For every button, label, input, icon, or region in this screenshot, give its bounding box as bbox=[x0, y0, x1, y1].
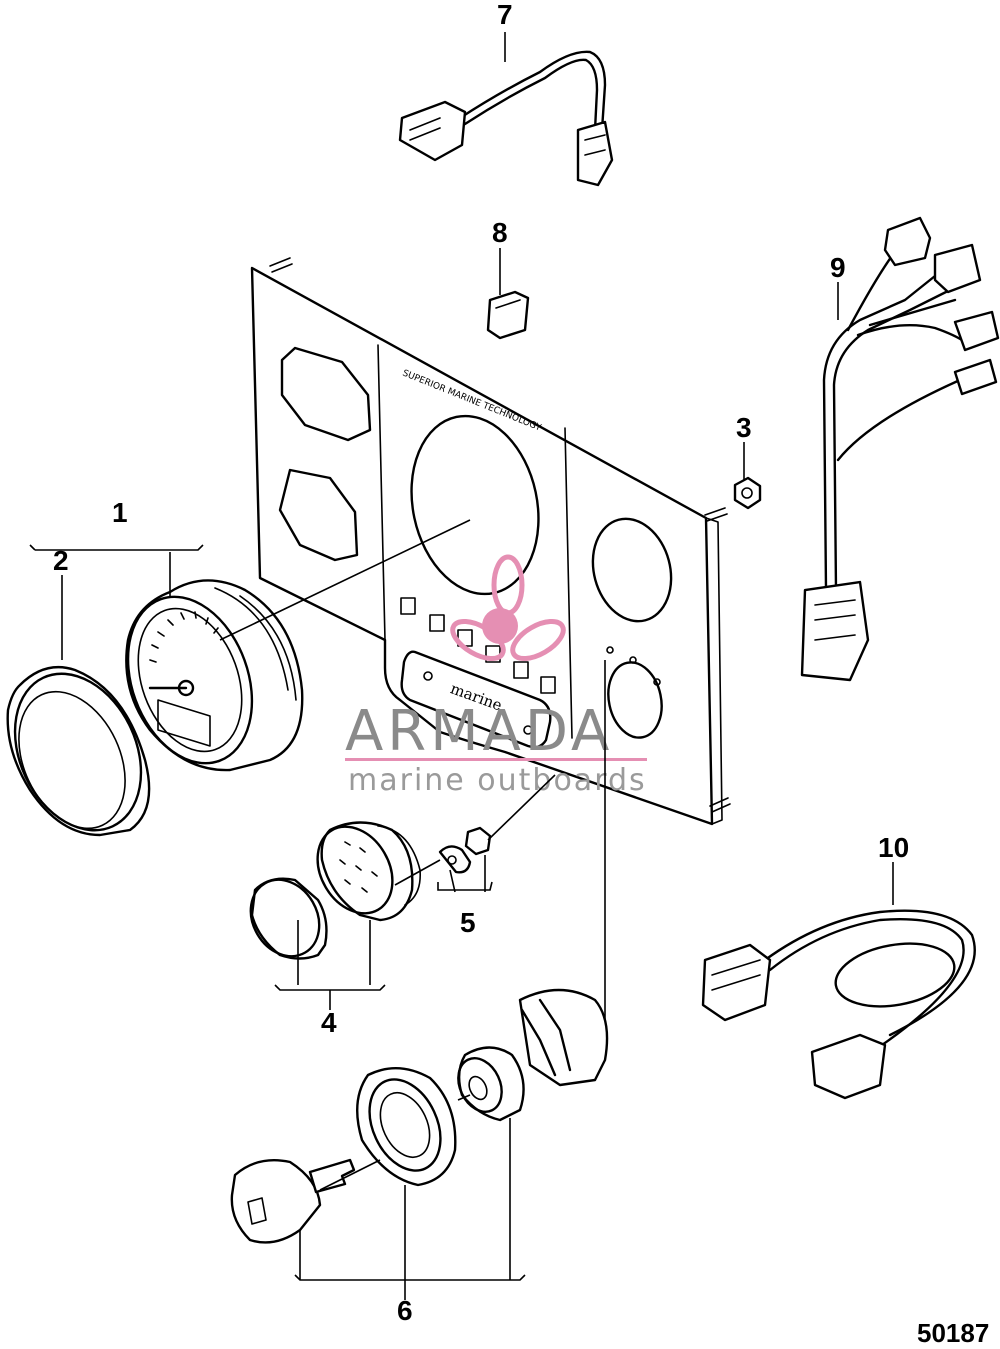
callout-2: 2 bbox=[53, 545, 69, 576]
callout-9: 9 bbox=[830, 252, 846, 283]
washer-nut-part bbox=[438, 826, 492, 874]
key-switch-assembly bbox=[230, 988, 609, 1244]
harness-7 bbox=[398, 50, 614, 187]
diagram-reference-number: 50187 bbox=[917, 1318, 989, 1348]
callout-5: 5 bbox=[460, 907, 476, 938]
callout-10: 10 bbox=[878, 832, 909, 863]
callout-1: 1 bbox=[112, 497, 128, 528]
callout-6: 6 bbox=[397, 1295, 413, 1326]
leader-lines bbox=[29, 32, 894, 1300]
nut-part bbox=[733, 476, 762, 510]
switch-assembly bbox=[249, 821, 422, 960]
harness-10 bbox=[701, 909, 976, 1100]
gauge-assembly bbox=[6, 579, 304, 837]
fuse-part bbox=[486, 290, 530, 340]
callout-7: 7 bbox=[497, 0, 513, 30]
propeller-logo-icon bbox=[450, 554, 566, 662]
watermark: ARMADA marine outboards bbox=[345, 554, 647, 798]
callout-4: 4 bbox=[321, 1007, 337, 1038]
callout-3: 3 bbox=[736, 412, 752, 443]
callout-8: 8 bbox=[492, 217, 508, 248]
harness-9 bbox=[800, 216, 1000, 682]
watermark-subtitle: marine outboards bbox=[348, 763, 647, 798]
callout-labels: 7 8 9 3 1 2 10 5 4 6 50187 bbox=[53, 0, 989, 1348]
watermark-title: ARMADA bbox=[345, 699, 613, 764]
